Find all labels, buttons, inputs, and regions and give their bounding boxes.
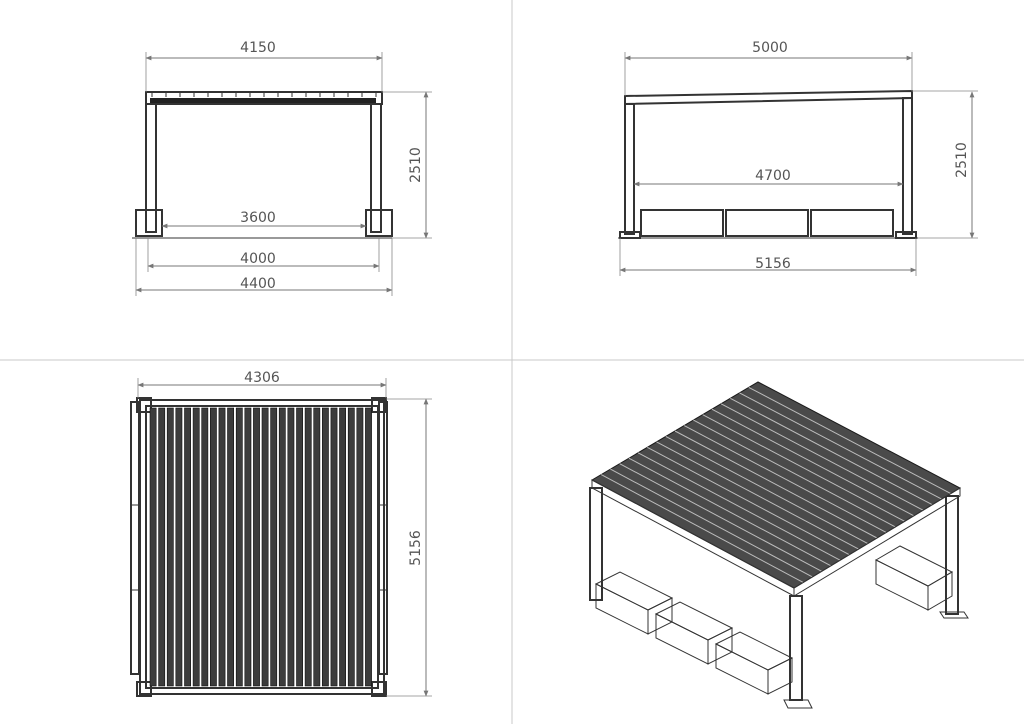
louvre (175, 407, 183, 687)
louvre (201, 407, 209, 687)
louvre (192, 407, 200, 687)
dim-front-inner-span: 3600 (240, 210, 276, 226)
louvre-line (720, 403, 924, 511)
louvre (235, 407, 243, 687)
isometric-view (589, 381, 969, 709)
louvre (210, 407, 217, 687)
louvre (218, 407, 226, 687)
front-roof-slat-ends (151, 93, 377, 97)
louvre-line (693, 419, 896, 528)
louvre (149, 407, 157, 687)
louvre (296, 407, 303, 687)
side-view: 5000 4700 5156 2510 (618, 40, 978, 276)
louvre (304, 407, 312, 687)
louvre-line (665, 435, 869, 545)
dim-side-width-top: 5000 (752, 40, 788, 56)
louvre (278, 407, 286, 687)
louvre (244, 407, 252, 687)
dim-top-width: 4306 (244, 370, 280, 386)
louvre-line (702, 414, 905, 522)
top-view: 4306 5156 (130, 370, 432, 697)
dim-front-height: 2510 (408, 147, 424, 183)
louvre (347, 407, 355, 687)
louvre-line (739, 392, 942, 500)
top-roof-louvres (149, 407, 372, 687)
louvre (356, 407, 364, 687)
dim-side-inner-span: 4700 (755, 168, 791, 184)
louvre (253, 407, 260, 687)
louvre-line (674, 430, 878, 539)
louvre-line (730, 397, 933, 506)
louvre (261, 407, 269, 687)
louvre (365, 407, 372, 687)
dim-top-length: 5156 (408, 530, 424, 566)
louvre (330, 407, 338, 687)
louvre-line (748, 386, 952, 495)
louvre-line (656, 441, 859, 550)
louvre (313, 407, 321, 687)
louvre-line (619, 463, 822, 572)
louvre-line (683, 425, 887, 533)
louvre-line (637, 452, 841, 561)
louvre (184, 407, 191, 687)
louvre-line (647, 446, 850, 556)
louvre-line (600, 474, 804, 583)
dim-front-span-4000: 4000 (240, 251, 276, 267)
dim-side-overall-length: 5156 (755, 256, 791, 272)
louvre (227, 407, 234, 687)
louvre (158, 407, 166, 687)
louvre-line (628, 457, 832, 567)
louvre (270, 407, 278, 687)
louvre (339, 407, 346, 687)
louvre (321, 407, 329, 687)
dim-front-overall-width: 4400 (240, 276, 276, 292)
louvre (287, 407, 295, 687)
front-view: 4150 3600 4000 4400 2510 (132, 40, 432, 296)
louvre (166, 407, 174, 687)
louvre-line (610, 468, 813, 578)
louvre-line (711, 408, 915, 517)
dim-side-height: 2510 (954, 142, 970, 178)
isometric-roof-louvres (600, 386, 952, 583)
dim-front-width-top: 4150 (240, 40, 276, 56)
